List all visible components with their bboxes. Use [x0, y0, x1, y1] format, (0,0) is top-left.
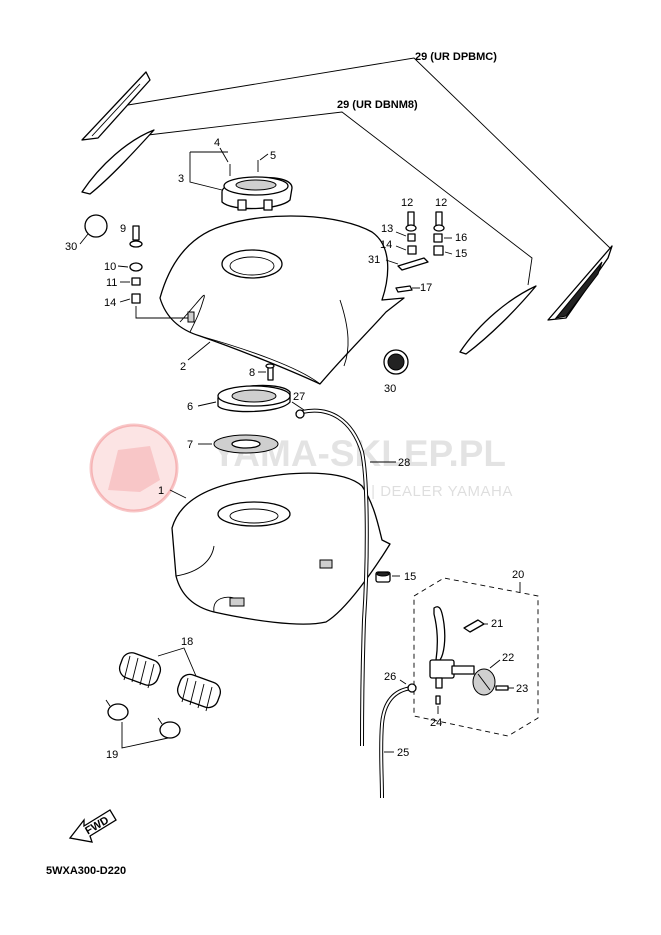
collar-16: [433, 233, 443, 243]
screw-24: [435, 695, 441, 705]
callout-21: 21: [491, 618, 503, 630]
callout-31: 31: [368, 254, 380, 266]
callout-30-right: 30: [384, 383, 396, 395]
tank-cover: [159, 215, 405, 385]
callout-23: 23: [516, 683, 528, 695]
callout-11: 11: [106, 277, 117, 289]
bracket-31: [397, 257, 429, 271]
callout-25: 25: [397, 747, 409, 759]
watermark-logo: [89, 423, 179, 513]
collar-11: [131, 277, 141, 286]
bolt-12-right: [433, 211, 445, 232]
lever-22: [472, 668, 496, 696]
damper-15-upper: [433, 245, 444, 256]
gasket-21: [463, 619, 485, 633]
callout-14-right: 14: [380, 239, 392, 251]
callout-20: 20: [512, 569, 524, 581]
variant-leaders: [127, 57, 611, 286]
tank-cap-assembly: [221, 160, 293, 211]
callout-19: 19: [106, 749, 118, 761]
variant-label-dpbmc: 29 (UR DPBMC): [415, 51, 497, 63]
callout-27: 27: [293, 391, 305, 403]
callout-12-left: 12: [401, 197, 413, 209]
callout-4: 4: [214, 137, 220, 149]
callout-14-left: 14: [104, 297, 116, 309]
damper-14-left: [131, 293, 141, 304]
callout-24: 24: [430, 717, 442, 729]
decal-left-upper: [81, 71, 151, 141]
callout-15-upper: 15: [455, 248, 467, 260]
callout-5: 5: [270, 150, 276, 162]
bolt-9: [129, 225, 143, 248]
clip-26: [407, 683, 417, 693]
callout-30-left: 30: [65, 241, 77, 253]
callout-3: 3: [178, 173, 184, 185]
diagram-code: 5WXA300-D220: [46, 865, 126, 877]
callout-6: 6: [187, 401, 193, 413]
callout-8: 8: [249, 367, 255, 379]
decal-right-upper: [547, 245, 613, 321]
gasket-7: [213, 434, 279, 454]
callout-16: 16: [455, 232, 467, 244]
hose-25: [379, 686, 413, 799]
callout-18: 18: [181, 636, 193, 648]
fuel-cock-group-box: [413, 577, 539, 737]
clamp-19-left: [105, 699, 129, 721]
grommet-left: [84, 214, 108, 238]
filler-ring-6: [217, 384, 291, 413]
collar-13: [407, 233, 416, 242]
emblem-30-right: [383, 349, 409, 375]
callout-10: 10: [104, 261, 116, 273]
callout-12-right: 12: [435, 197, 447, 209]
hose-18-left: [118, 652, 162, 689]
decal-left-lower: [81, 129, 155, 195]
callout-9: 9: [120, 223, 126, 235]
clip-17: [395, 285, 413, 293]
callout-28: 28: [398, 457, 410, 469]
clip-27: [295, 409, 305, 419]
screw-23: [495, 685, 509, 691]
damper-14-right: [407, 245, 417, 255]
callout-22: 22: [502, 652, 514, 664]
watermark-logo-mark: [108, 446, 160, 492]
bolt-12-left: [405, 211, 417, 232]
callout-15-lower: 15: [404, 571, 416, 583]
damper-15-lower: [375, 571, 391, 583]
fwd-arrow-icon: FWD: [68, 809, 117, 843]
hose-18-right: [176, 673, 222, 712]
fuel-tank: [171, 472, 391, 625]
callout-26: 26: [384, 671, 396, 683]
callout-1: 1: [158, 485, 164, 497]
callout-2: 2: [180, 361, 186, 373]
screw-8: [265, 363, 275, 381]
callout-13: 13: [381, 223, 393, 235]
clamp-19-right: [157, 717, 181, 739]
fwd-label: FWD: [83, 814, 111, 837]
callout-7: 7: [187, 439, 193, 451]
decal-right-lower: [459, 285, 537, 355]
callout-17: 17: [420, 282, 432, 294]
fuel-cock: [429, 606, 475, 689]
variant-label-dbnm8: 29 (UR DBNM8): [337, 99, 418, 111]
washer-10: [129, 262, 143, 272]
